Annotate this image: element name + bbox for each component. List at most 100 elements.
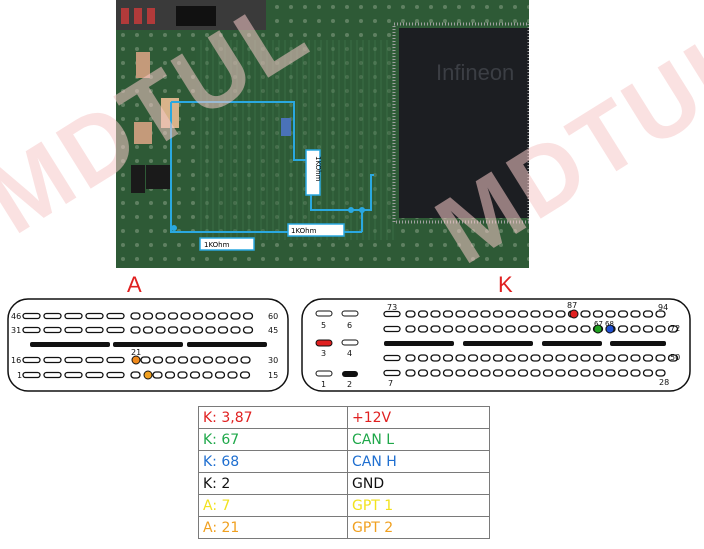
connector-k-label: K (498, 272, 513, 297)
k-pin-1: 1 (321, 380, 326, 389)
k-pin-6: 6 (347, 321, 352, 330)
connector-pin (180, 326, 191, 334)
connector-pin (567, 325, 579, 333)
connector-pin (530, 369, 541, 377)
connector-pin (580, 354, 591, 362)
connector-pin (542, 325, 554, 333)
connector-pin (442, 369, 454, 377)
connector-pin (202, 371, 213, 379)
k-highlight-3 (315, 339, 333, 347)
resistor-label-horizontal-1: 1KOhm (204, 241, 230, 249)
connector-pin (555, 310, 566, 318)
connector-pin (617, 325, 629, 333)
connector-pin (530, 310, 541, 318)
k-pin-94: 94 (658, 303, 668, 312)
connector-pin (217, 326, 229, 334)
connector-pin (22, 356, 41, 364)
connector-pin (106, 312, 125, 320)
connector-pin (383, 354, 401, 362)
connector-pin (106, 356, 125, 364)
connector-pin (22, 326, 41, 334)
connector-pin (642, 325, 654, 333)
connector-pin (22, 371, 41, 379)
connector-pin (480, 325, 491, 333)
connector-pin (180, 312, 191, 320)
connector-pin (205, 312, 216, 320)
connector-pin (217, 312, 229, 320)
connector-pin (655, 369, 666, 377)
a-highlight-21 (131, 355, 141, 365)
signal-cell: +12V (347, 406, 490, 429)
connector-pin (405, 354, 416, 362)
chip (399, 28, 529, 218)
connector-pin (152, 371, 163, 379)
connector-pin (64, 356, 83, 364)
connector-pin (567, 369, 579, 377)
connector-pin (555, 325, 566, 333)
a-pin-31: 31 (11, 326, 21, 335)
connector-pin (417, 310, 429, 318)
connector-pin (383, 325, 401, 333)
connector-pin (555, 369, 566, 377)
connector-pin (617, 369, 629, 377)
connector-pin (22, 312, 41, 320)
connector-pin (467, 369, 479, 377)
signal-cell: CAN L (347, 428, 490, 451)
connector-pin (580, 310, 591, 318)
a-pin-1: 1 (17, 371, 22, 380)
connector-pin (215, 356, 226, 364)
k-pin-5: 5 (321, 321, 326, 330)
connector-pin (130, 312, 141, 320)
connector-pin (64, 371, 83, 379)
a-highlight-7 (143, 370, 153, 380)
connector-pin (85, 356, 104, 364)
k-highlight-68 (605, 324, 615, 334)
connector-pin (189, 371, 201, 379)
connector-pin (430, 325, 441, 333)
pin-cell: A: 21 (198, 516, 348, 539)
connector-pin (467, 354, 479, 362)
connector-pin (492, 310, 504, 318)
connector-pin (155, 326, 166, 334)
connector-pin (155, 312, 166, 320)
connector-pin (43, 371, 62, 379)
connector-pin (492, 354, 504, 362)
connector-pin (642, 354, 654, 362)
connector-pin (505, 354, 516, 362)
connector-pin (567, 354, 579, 362)
connector-pin (167, 326, 179, 334)
connector-pin (152, 356, 164, 364)
connector-pin (667, 354, 679, 362)
connector-pin (417, 354, 429, 362)
a-pin-46: 46 (11, 312, 21, 321)
connector-pin (505, 310, 516, 318)
connector-pin (227, 371, 238, 379)
k-pin-72: 72 (670, 324, 680, 333)
connector-pin (667, 325, 679, 333)
pcb-photo: Infineon 1KOhm 1KOhm 1KOhm (116, 0, 529, 268)
connector-pin (242, 312, 254, 320)
connector-pin (64, 312, 83, 320)
k-pin-68: 68 (605, 320, 614, 328)
connector-pin (580, 369, 591, 377)
pin-cell: K: 2 (198, 472, 348, 495)
connector-pin (455, 354, 466, 362)
connector-pin (192, 312, 204, 320)
connector-pin (480, 310, 491, 318)
connector-pin (85, 326, 104, 334)
resistor-label-horizontal-2: 1KOhm (291, 227, 317, 235)
signal-cell: GND (347, 472, 490, 495)
connector-pin (43, 356, 62, 364)
connector-pin (85, 371, 104, 379)
connector-pin (430, 369, 441, 377)
k-highlight-2 (342, 371, 358, 377)
connector-pin (655, 354, 666, 362)
signal-cell: GPT 1 (347, 494, 490, 517)
connector-pin (142, 326, 154, 334)
connector-pin (592, 369, 604, 377)
connector-pin (242, 326, 254, 334)
